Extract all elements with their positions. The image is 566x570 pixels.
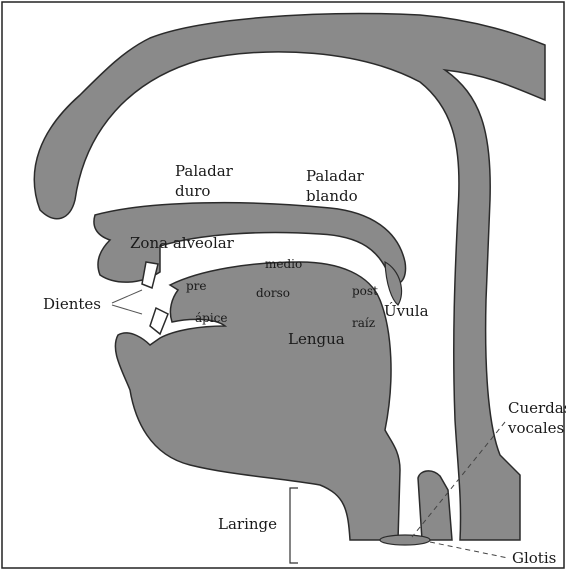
label-raiz: raíz [352,316,375,330]
label-dorso: dorso [256,286,290,300]
label-apice: ápice [195,311,228,325]
label-cuerdas-1: Cuerdas [508,399,566,417]
label-dientes: Dientes [43,295,101,313]
label-uvula: Úvula [384,302,429,320]
label-pre: pre [186,279,207,293]
label-medio: medio [265,257,302,271]
glottis-ellipse [380,535,430,545]
label-cuerdas-2: vocales [507,419,564,437]
label-paladar-blando-2: blando [306,187,358,205]
label-glotis: Glotis [512,549,556,567]
label-laringe: Laringe [218,515,277,533]
label-zona-alveolar: Zona alveolar [130,234,235,252]
label-paladar-duro-2: duro [175,182,210,200]
label-post: post [352,284,378,298]
label-paladar-duro-1: Paladar [175,162,234,180]
label-paladar-blando-1: Paladar [306,167,365,185]
label-lengua: Lengua [288,330,345,348]
